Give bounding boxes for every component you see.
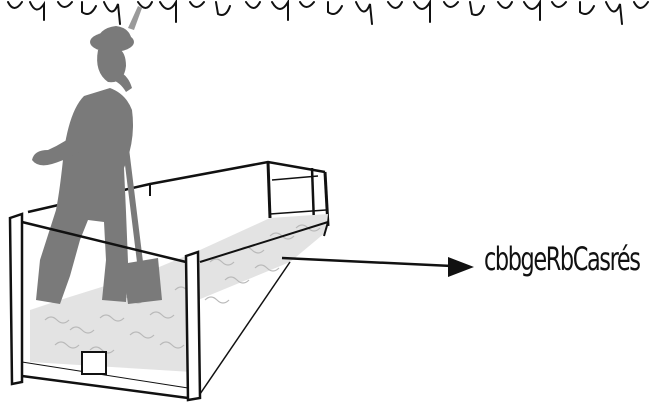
shovel — [117, 97, 162, 304]
farmer-silhouette — [32, 6, 142, 304]
callout-label: cbbgeRbCasrés — [484, 240, 641, 278]
top-handwriting-scribble — [7, 0, 649, 25]
bed-front-frame — [8, 212, 329, 402]
pointer-arrow — [281, 256, 474, 277]
